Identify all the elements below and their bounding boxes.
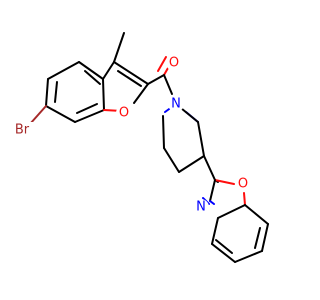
carbonyl-oxygen-label: O xyxy=(169,56,179,71)
atom-label-carbonyl-oxygen: O xyxy=(166,55,182,71)
benzoxazole-oxazole-ring xyxy=(202,179,246,219)
atom-label-benzoxazole-nitrogen: N xyxy=(193,199,209,215)
molecule-structure: O O Br N O N xyxy=(10,32,269,263)
bromine-label: Br xyxy=(15,123,30,138)
piperidine-ring xyxy=(162,103,205,173)
piperidine-nitrogen-label: N xyxy=(171,97,181,112)
bromine-bond xyxy=(29,105,47,125)
atom-label-piperidine-nitrogen: N xyxy=(168,96,184,112)
benzofuran-oxygen-label: O xyxy=(119,106,129,121)
piperidine-benzoxazole-bond xyxy=(203,155,216,181)
atom-label-bromine: Br xyxy=(10,122,33,138)
methyl-bond xyxy=(113,32,125,63)
benzofuran-furan-ring xyxy=(102,61,149,112)
benzofuran-benzene-ring xyxy=(45,61,105,123)
benzoxazole-nitrogen-label: N xyxy=(196,200,206,215)
atom-label-benzoxazole-oxygen: O xyxy=(235,176,251,192)
benzoxazole-oxygen-label: O xyxy=(238,177,248,192)
benzoxazole-benzene-ring xyxy=(211,204,269,263)
atom-label-benzofuran-oxygen: O xyxy=(116,105,132,121)
